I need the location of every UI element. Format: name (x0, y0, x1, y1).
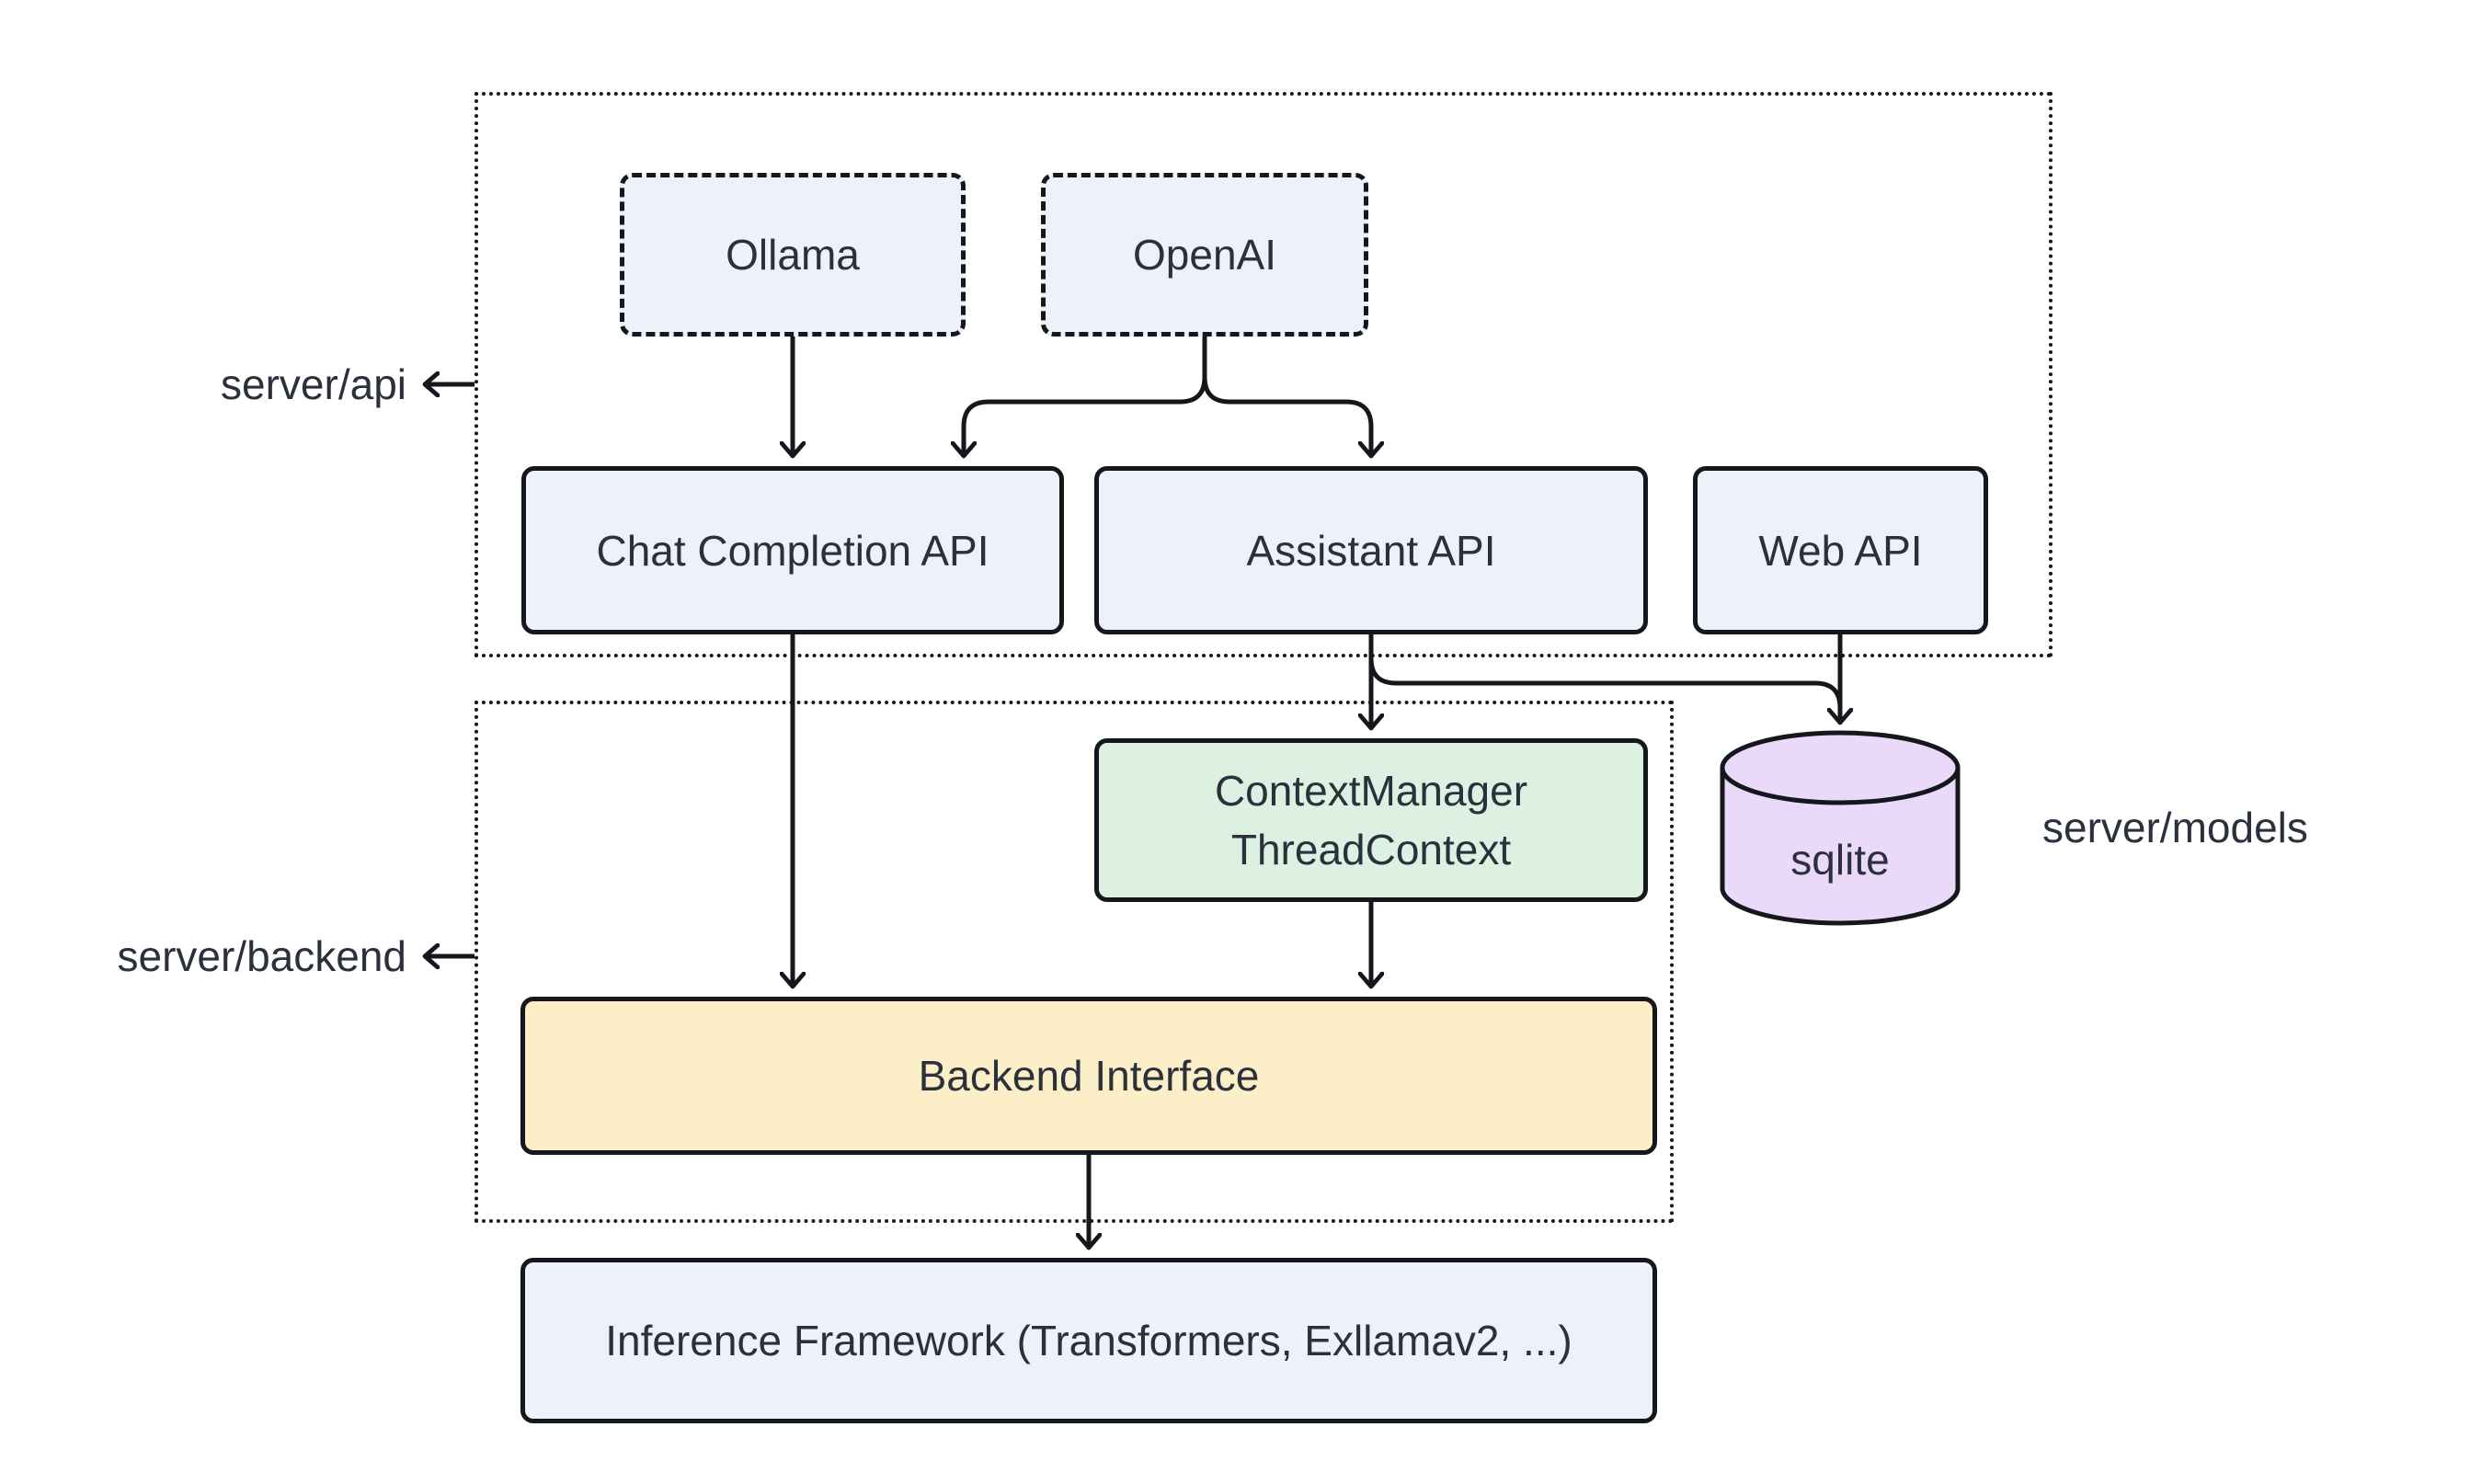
node-backend-interface: Backend Interface (520, 997, 1657, 1155)
node-chat-completion-api-label: Chat Completion API (596, 526, 989, 575)
node-chat-completion-api: Chat Completion API (521, 466, 1064, 634)
node-web-api-label: Web API (1758, 526, 1923, 575)
node-sqlite-label: sqlite (1790, 836, 1890, 884)
node-web-api: Web API (1693, 466, 1988, 634)
node-openai-label: OpenAI (1133, 231, 1276, 279)
server-api-container (475, 92, 2053, 657)
server-api-label: server/api (221, 360, 406, 408)
node-ollama: Ollama (620, 173, 966, 337)
node-assistant-api: Assistant API (1094, 466, 1648, 634)
node-context-manager-label-line2: ThreadContext (1230, 826, 1512, 873)
node-assistant-api-label: Assistant API (1246, 526, 1496, 575)
node-context-manager: ContextManager ThreadContext (1094, 738, 1648, 902)
node-openai: OpenAI (1041, 173, 1368, 337)
node-ollama-label: Ollama (726, 231, 860, 279)
node-inference-framework: Inference Framework (Transformers, Exlla… (520, 1258, 1657, 1423)
sqlite-cylinder (1720, 730, 1961, 926)
server-backend-label: server/backend (117, 932, 407, 980)
node-context-manager-label-line1: ContextManager (1214, 767, 1528, 815)
server-backend-container (475, 701, 1674, 1223)
server-models-label: server/models (2042, 804, 2308, 851)
node-inference-framework-label: Inference Framework (Transformers, Exlla… (605, 1317, 1572, 1364)
node-backend-interface-label: Backend Interface (918, 1052, 1260, 1100)
